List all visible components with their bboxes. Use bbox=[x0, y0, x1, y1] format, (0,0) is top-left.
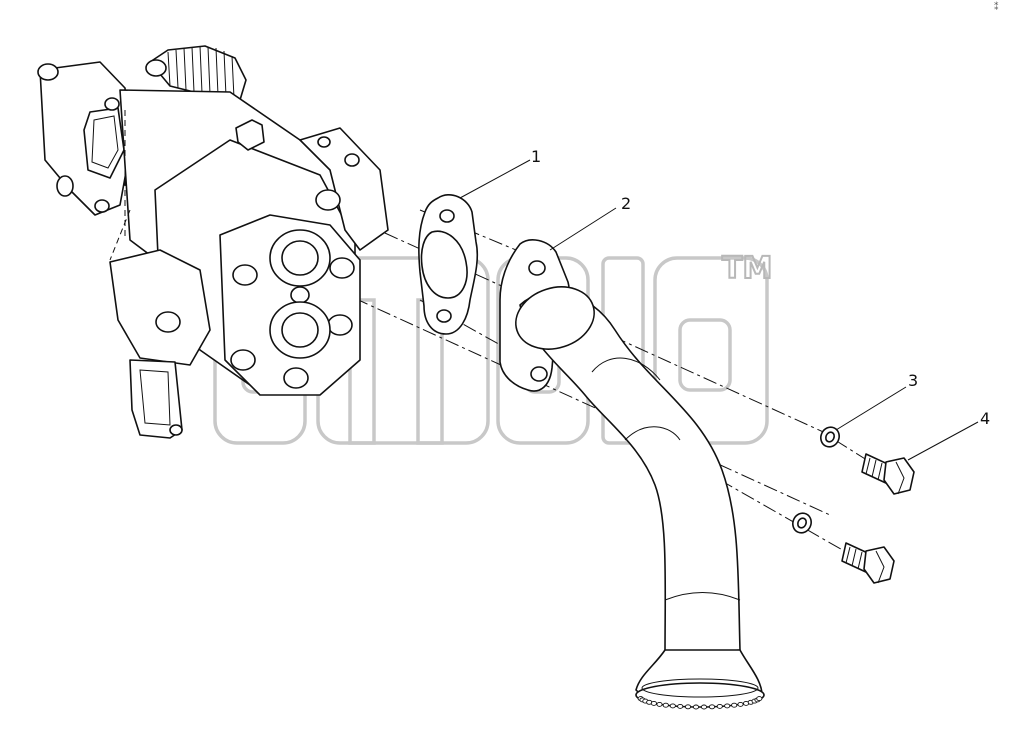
strainer-hole bbox=[650, 700, 657, 706]
callout-3: 3 bbox=[908, 371, 918, 390]
bolt-lower bbox=[841, 542, 895, 584]
washer-lower bbox=[792, 512, 812, 534]
bolt-upper bbox=[861, 453, 915, 495]
strainer-holes bbox=[637, 696, 763, 710]
strainer-hole bbox=[708, 704, 716, 710]
drive-gear bbox=[145, 45, 247, 101]
strainer-hole bbox=[669, 703, 676, 709]
strainer-hole bbox=[700, 704, 708, 710]
strainer-hole bbox=[684, 704, 692, 710]
watermark-tm: TM bbox=[722, 251, 772, 286]
washer-upper bbox=[820, 426, 840, 448]
strainer-hole bbox=[724, 703, 731, 709]
strainer-hole bbox=[692, 704, 700, 710]
strainer-hole bbox=[756, 696, 763, 702]
callouts: 1 2 3 4 bbox=[459, 147, 990, 461]
gasket bbox=[418, 194, 479, 335]
strainer-hole bbox=[677, 703, 684, 709]
strainer-hole bbox=[656, 701, 663, 707]
callout-4: 4 bbox=[980, 409, 990, 428]
strainer-hole bbox=[662, 702, 669, 708]
watermark: TM bbox=[213, 250, 773, 445]
oil-pump-assembly bbox=[37, 45, 389, 439]
callout-2: 2 bbox=[621, 194, 631, 213]
strainer-hole bbox=[737, 701, 744, 707]
strainer-hole bbox=[731, 702, 738, 708]
suction-pipe bbox=[499, 239, 765, 710]
callout-1: 1 bbox=[531, 147, 541, 166]
corner-mark: ⁑ bbox=[994, 1, 999, 13]
strainer-hole bbox=[716, 703, 723, 709]
